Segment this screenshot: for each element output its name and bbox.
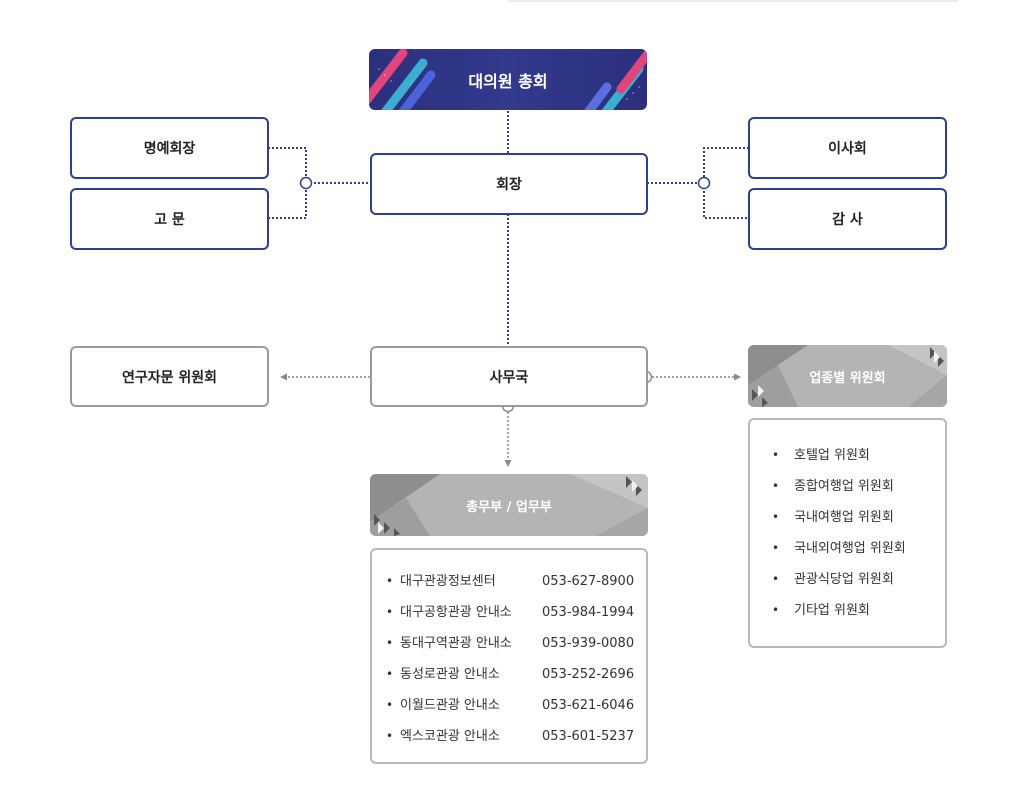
departments-arrow bbox=[504, 460, 512, 467]
left-connector-node bbox=[299, 176, 313, 190]
industry-committees-label: 업종별 위원회 bbox=[809, 370, 886, 386]
chairman-box: 회장 bbox=[370, 153, 648, 215]
honorary-chairman-label: 명예회장 bbox=[143, 141, 196, 157]
secretariat-box: 사무국 bbox=[370, 346, 648, 407]
list-item: •국내여행업 위원회 bbox=[772, 510, 894, 525]
general-assembly-decoration bbox=[369, 49, 647, 110]
board-of-directors-label: 이사회 bbox=[828, 141, 867, 157]
advisor-label: 고 문 bbox=[154, 212, 185, 228]
right-connector-node bbox=[697, 176, 711, 190]
general-assembly-label: 대의원 총회 bbox=[468, 71, 548, 91]
advisor-box: 고 문 bbox=[70, 188, 269, 250]
board-of-directors-box: 이사회 bbox=[748, 117, 947, 179]
industry-committees-list-box: •호텔업 위원회 •종합여행업 위원회 •국내여행업 위원회 •국내외여행업 위… bbox=[748, 418, 947, 648]
industry-committees-list: •호텔업 위원회 •종합여행업 위원회 •국내여행업 위원회 •국내외여행업 위… bbox=[750, 440, 945, 626]
auditor-box: 감 사 bbox=[748, 188, 947, 250]
chairman-label: 회장 bbox=[496, 177, 522, 193]
departments-decoration bbox=[370, 474, 648, 536]
list-item: •관광식당업 위원회 bbox=[772, 572, 894, 587]
list-item: •호텔업 위원회 bbox=[772, 448, 870, 463]
list-item: •국내외여행업 위원회 bbox=[772, 541, 906, 556]
research-arrow bbox=[280, 373, 287, 381]
auditor-label: 감 사 bbox=[832, 212, 863, 228]
top-accent-line bbox=[508, 0, 958, 2]
industry-committees-decoration bbox=[748, 345, 947, 407]
list-item: •기타업 위원회 bbox=[772, 603, 870, 618]
research-committee-label: 연구자문 위원회 bbox=[121, 369, 218, 386]
right-bracket-line bbox=[703, 147, 749, 219]
departments-box: 총무부 / 업무부 bbox=[370, 474, 648, 536]
secretariat-label: 사무국 bbox=[489, 369, 529, 386]
research-committee-box: 연구자문 위원회 bbox=[70, 346, 269, 407]
departments-label: 총무부 / 업무부 bbox=[466, 499, 552, 515]
committees-arrow bbox=[734, 373, 741, 381]
industry-committees-box: 업종별 위원회 bbox=[748, 345, 947, 407]
honorary-chairman-box: 명예회장 bbox=[70, 117, 269, 179]
list-item: •종합여행업 위원회 bbox=[772, 479, 894, 494]
general-assembly-box: 대의원 총회 bbox=[369, 49, 647, 110]
